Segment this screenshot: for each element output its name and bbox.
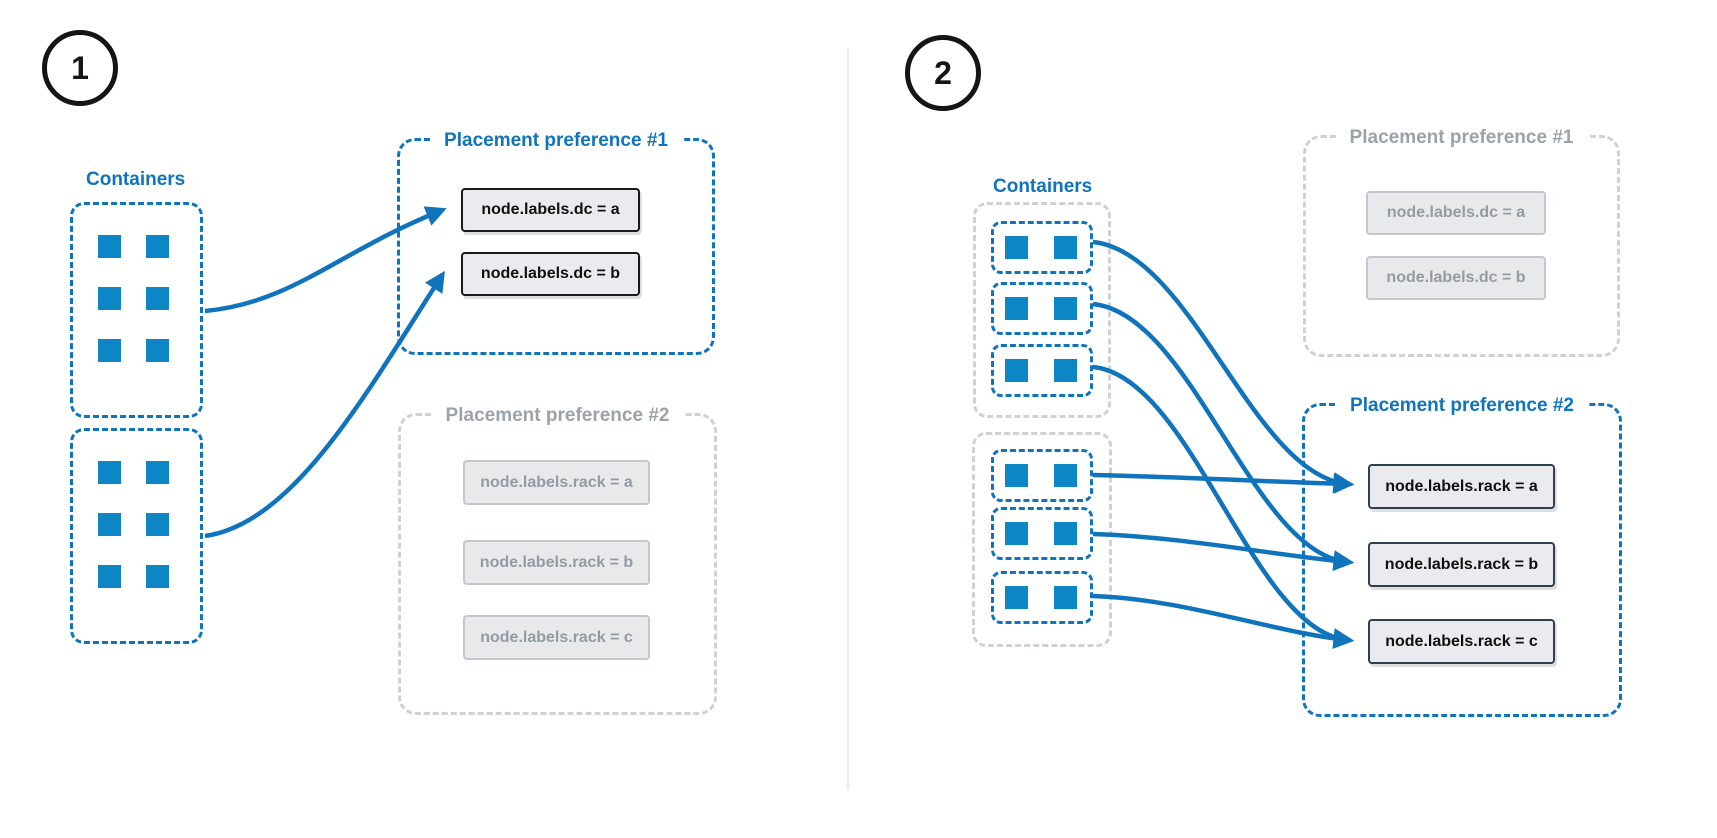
container-square	[146, 461, 169, 484]
container-group	[70, 428, 203, 644]
container-square	[1005, 464, 1028, 487]
container-square	[98, 513, 121, 536]
placement-preference-2-title: Placement preference #2	[431, 402, 684, 429]
container-group	[991, 221, 1093, 274]
label-chip-rack-c: node.labels.rack = c	[463, 615, 650, 660]
placement-preference-2-box: Placement preference #2 node.labels.rack…	[1302, 392, 1622, 717]
container-square	[1005, 236, 1028, 259]
container-group	[991, 282, 1093, 335]
label-chip-dc-a: node.labels.dc = a	[1366, 191, 1546, 235]
container-square	[1005, 359, 1028, 382]
label-chip-dc-a: node.labels.dc = a	[461, 188, 640, 232]
step-2-badge: 2	[905, 35, 981, 111]
container-square	[1054, 522, 1077, 545]
placement-preference-1-box: Placement preference #1 node.labels.dc =…	[1303, 124, 1620, 357]
container-square	[1005, 297, 1028, 320]
container-square	[1054, 236, 1077, 259]
container-square	[1054, 297, 1077, 320]
label-chip-rack-a: node.labels.rack = a	[1368, 464, 1555, 509]
container-square	[146, 287, 169, 310]
placement-preference-1-title: Placement preference #1	[430, 127, 682, 154]
container-group	[70, 202, 203, 418]
container-group	[991, 344, 1093, 397]
container-square	[1005, 586, 1028, 609]
container-square	[98, 461, 121, 484]
container-square	[98, 565, 121, 588]
label-chip-dc-b: node.labels.dc = b	[461, 252, 640, 296]
container-square	[146, 513, 169, 536]
container-square	[146, 565, 169, 588]
containers-label: Containers	[86, 169, 186, 190]
label-chip-rack-c: node.labels.rack = c	[1368, 619, 1555, 664]
label-chip-rack-b: node.labels.rack = b	[1368, 542, 1555, 587]
container-square	[98, 339, 121, 362]
container-square	[146, 235, 169, 258]
container-square	[146, 339, 169, 362]
label-chip-rack-b: node.labels.rack = b	[463, 540, 650, 585]
placement-preference-1-title: Placement preference #1	[1335, 124, 1588, 151]
container-square	[98, 235, 121, 258]
container-group	[991, 449, 1093, 502]
label-chip-rack-a: node.labels.rack = a	[463, 460, 650, 505]
panel-divider	[847, 48, 849, 790]
container-group	[991, 507, 1093, 560]
container-square	[1054, 464, 1077, 487]
containers-label: Containers	[993, 176, 1093, 197]
label-chip-dc-b: node.labels.dc = b	[1366, 256, 1546, 300]
placement-preference-2-box: Placement preference #2 node.labels.rack…	[398, 402, 717, 715]
container-square	[1054, 586, 1077, 609]
container-square	[1005, 522, 1028, 545]
placement-preference-1-box: Placement preference #1 node.labels.dc =…	[397, 127, 715, 355]
container-square	[1054, 359, 1077, 382]
container-square	[98, 287, 121, 310]
placement-preference-2-title: Placement preference #2	[1336, 392, 1588, 419]
container-group	[991, 571, 1093, 624]
step-1-badge: 1	[42, 30, 118, 106]
